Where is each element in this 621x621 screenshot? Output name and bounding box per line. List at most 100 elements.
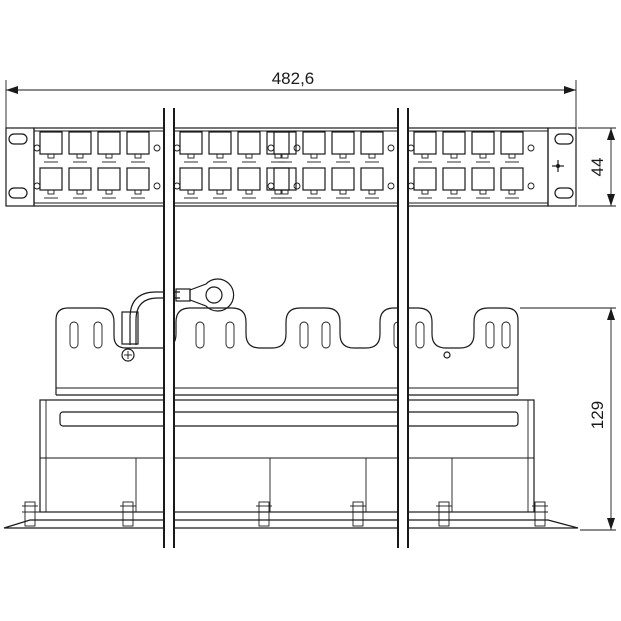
front-panel-body [33, 127, 549, 207]
rj45-port [237, 131, 261, 155]
rj45-port [500, 167, 524, 191]
port-latch [508, 189, 516, 195]
port-latch [421, 153, 429, 159]
rj45-port [208, 131, 232, 155]
port-latch [281, 189, 289, 195]
right-mounting-ear [547, 127, 577, 207]
ground-wire [121, 278, 235, 362]
cable-tie-slot [69, 321, 79, 349]
left-mount-slot-top [8, 133, 28, 145]
port-latch [339, 189, 347, 195]
rj45-port [302, 167, 326, 191]
rj45-port [500, 131, 524, 155]
front-view [5, 127, 577, 207]
latch-row [22, 501, 548, 527]
port-latch [187, 153, 195, 159]
port-latch [274, 153, 282, 159]
cable-tie-slot [195, 321, 205, 349]
port-latch [76, 153, 84, 159]
rj45-port [360, 131, 384, 155]
screw-icon [153, 144, 161, 152]
port-latch [281, 153, 289, 159]
screw-icon [387, 182, 395, 190]
side-view [3, 278, 579, 529]
rj45-port [413, 167, 437, 191]
rj45-port [68, 131, 92, 155]
side-height-label: 129 [588, 401, 607, 429]
left-mount-slot-bottom [8, 187, 28, 199]
width-label: 482,6 [272, 69, 315, 88]
port-latch [245, 189, 253, 195]
rj45-port [331, 131, 355, 155]
port-latch [368, 189, 376, 195]
port-latch [310, 189, 318, 195]
cable-tie-slot [299, 321, 309, 349]
rj45-port [208, 167, 232, 191]
rj45-port [360, 167, 384, 191]
rj45-port [126, 131, 150, 155]
ring-terminal [189, 278, 235, 312]
right-mount-slot-bottom [554, 187, 574, 199]
front-height-dimension: 44 [578, 127, 616, 207]
screw-icon [527, 144, 535, 152]
width-dimension: 482,6 [5, 69, 577, 128]
screw-icon [293, 144, 301, 152]
latch [24, 501, 36, 527]
port-latch [216, 189, 224, 195]
cable-tie-slot [225, 321, 235, 349]
bracket-hole [443, 351, 451, 359]
port-latch [105, 153, 113, 159]
port-latch [421, 189, 429, 195]
rj45-port [442, 131, 466, 155]
rj45-port [413, 131, 437, 155]
cable-tie-slot [93, 321, 103, 349]
port-latch [134, 189, 142, 195]
rj45-port [97, 131, 121, 155]
latch [352, 501, 364, 527]
cable-tie-slot [501, 321, 511, 349]
port-array [33, 131, 535, 199]
ground-symbol-icon [552, 160, 564, 172]
screw-icon [527, 182, 535, 190]
rj45-port [266, 167, 290, 191]
rj45-port [39, 131, 63, 155]
port-latch [105, 189, 113, 195]
screw-icon [153, 182, 161, 190]
screw-icon [267, 144, 275, 152]
port-latch [479, 189, 487, 195]
chassis-slot [59, 411, 519, 427]
port-latch [450, 153, 458, 159]
rj45-port [179, 131, 203, 155]
chassis-body [39, 399, 535, 513]
port-latch [134, 153, 142, 159]
cable-tie-slot [321, 321, 331, 349]
port-latch [216, 153, 224, 159]
cable-tie-slot [415, 321, 425, 349]
rj45-port [179, 167, 203, 191]
break-lines [163, 108, 409, 548]
port-latch [508, 153, 516, 159]
rj45-port [331, 167, 355, 191]
cable-tie-slot [485, 321, 495, 349]
screw-icon [33, 144, 41, 152]
port-latch [187, 189, 195, 195]
port-latch [339, 153, 347, 159]
port-latch [47, 189, 55, 195]
screw-icon [267, 182, 275, 190]
rj45-port [39, 167, 63, 191]
rj45-port [273, 131, 297, 155]
base-plate [3, 519, 579, 529]
screw-icon [33, 182, 41, 190]
front-height-label: 44 [588, 158, 607, 177]
port-latch [245, 153, 253, 159]
rj45-port [302, 131, 326, 155]
port-latch [368, 153, 376, 159]
rj45-port [126, 167, 150, 191]
left-mounting-ear [5, 127, 35, 207]
rj45-port [471, 131, 495, 155]
latch [438, 501, 450, 527]
rj45-port [471, 167, 495, 191]
port-latch [479, 153, 487, 159]
port-latch [310, 153, 318, 159]
